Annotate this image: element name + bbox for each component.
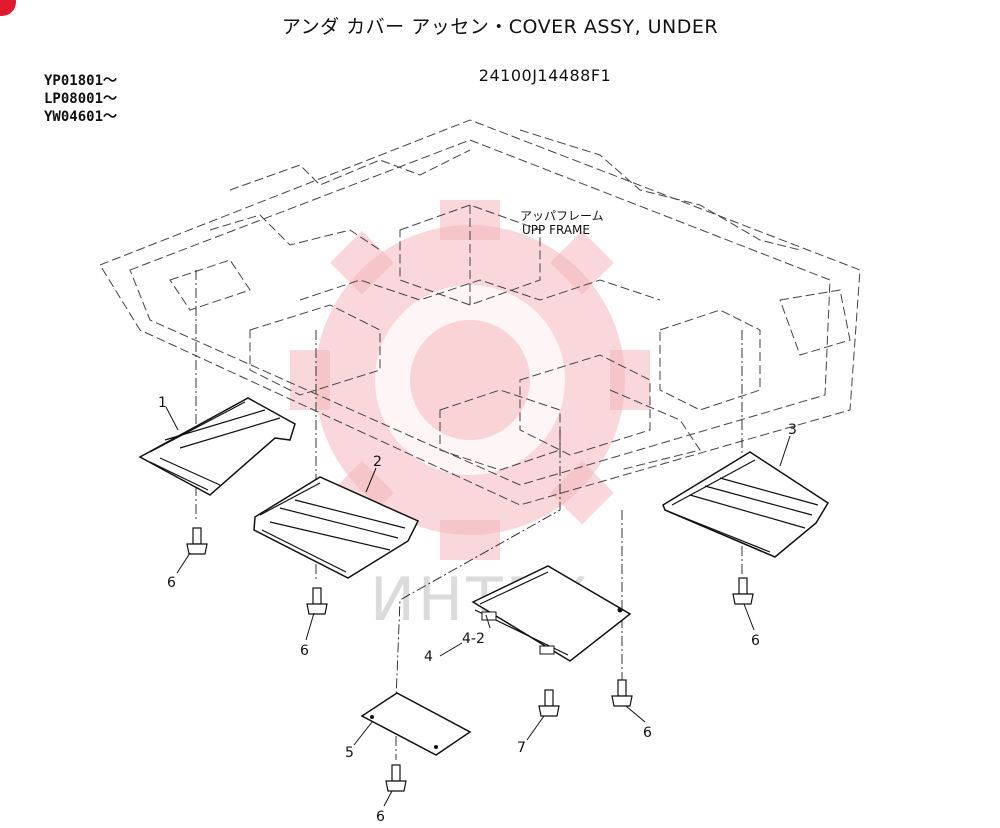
callout-leaders bbox=[165, 406, 791, 807]
frame-label-en: UPP FRAME bbox=[522, 223, 590, 237]
under-cover-part-1 bbox=[138, 397, 296, 496]
callout-1: 1 bbox=[158, 395, 167, 411]
bolt-6-a bbox=[186, 527, 208, 555]
under-cover-part-2 bbox=[253, 476, 420, 579]
upper-frame-outline bbox=[99, 119, 861, 506]
bolt-6-d bbox=[611, 679, 633, 707]
watermark-gear-icon bbox=[290, 200, 650, 560]
page-title: アンダ カバー アッセン・COVER ASSY, UNDER bbox=[281, 16, 719, 38]
serial-range: LP08001〜 bbox=[44, 91, 118, 107]
callout-5: 5 bbox=[345, 745, 354, 761]
callout-6-b: 6 bbox=[300, 643, 309, 659]
under-cover-part-5 bbox=[360, 692, 472, 756]
frame-label-jp: アッパフレーム bbox=[520, 209, 604, 223]
bolt-6-e bbox=[385, 764, 407, 792]
serial-range: YP01801〜 bbox=[44, 73, 118, 89]
serial-range: YW04601〜 bbox=[44, 109, 118, 125]
serial-ranges: YP01801〜 LP08001〜 YW04601〜 bbox=[44, 72, 117, 126]
callout-6-d: 6 bbox=[643, 725, 652, 741]
callout-4: 4 bbox=[424, 649, 433, 665]
under-cover-part-3 bbox=[662, 451, 830, 558]
bracket-4-2b bbox=[539, 645, 555, 655]
part-number: 24100J14488F1 bbox=[478, 66, 612, 85]
under-cover-part-4 bbox=[471, 565, 632, 662]
callout-2: 2 bbox=[373, 454, 382, 470]
bolt-7 bbox=[538, 689, 560, 717]
callout-4-2: 4-2 bbox=[462, 631, 485, 647]
callout-7: 7 bbox=[517, 740, 526, 756]
bracket-4-2 bbox=[481, 611, 497, 621]
callout-6-a: 6 bbox=[167, 575, 176, 591]
callout-6-c: 6 bbox=[751, 633, 760, 649]
callout-6-e: 6 bbox=[376, 809, 385, 825]
bolt-6-c bbox=[732, 577, 754, 605]
callout-3: 3 bbox=[788, 422, 797, 438]
bolt-6-b bbox=[306, 587, 328, 615]
